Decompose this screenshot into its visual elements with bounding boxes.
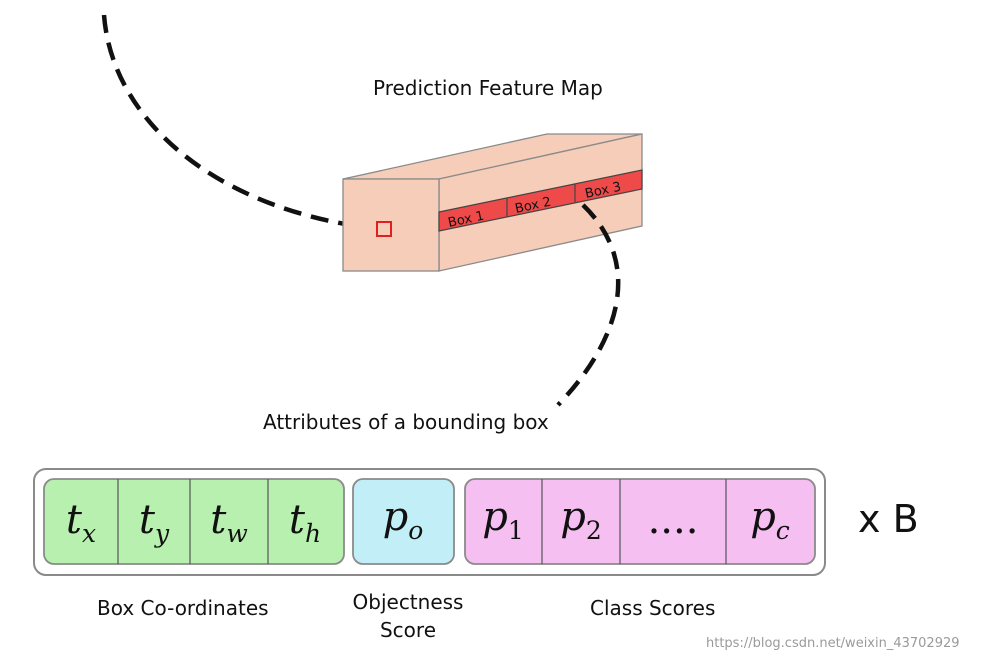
cell-pc: pc	[750, 494, 790, 545]
class-scores-label: Class Scores	[590, 596, 716, 620]
feature-map-title: Prediction Feature Map	[373, 76, 603, 100]
dashed-connector-right	[556, 203, 621, 407]
feature-map-block: Box 1 Box 2 Box 3	[342, 133, 643, 272]
box-coordinates-group	[43, 478, 345, 565]
multiplier-label: x B	[858, 497, 919, 541]
cell-ty: ty	[139, 497, 170, 548]
grid-cell-marker	[376, 221, 392, 237]
box-label-3: Box 3	[584, 180, 623, 202]
cell-p1: p1	[482, 494, 524, 545]
cell-p2: p2	[560, 494, 602, 545]
anchor-strip	[438, 169, 643, 232]
cell-ellipsis: ....	[648, 497, 699, 543]
objectness-group	[352, 478, 455, 565]
cell-po: po	[383, 494, 424, 545]
objectness-label-line1: Objectness	[352, 590, 464, 614]
watermark-url: https://blog.csdn.net/weixin_43702929	[706, 636, 960, 651]
box-label-1: Box 1	[447, 209, 486, 231]
dashed-connector-left	[101, 14, 379, 232]
objectness-label-line2: Score	[379, 618, 436, 642]
box-label-2: Box 2	[514, 195, 553, 217]
objectness-label: Objectness Score	[343, 588, 473, 644]
box-coordinates-label: Box Co-ordinates	[97, 596, 269, 620]
cell-tw: tw	[210, 497, 247, 548]
cell-tx: tx	[66, 497, 96, 548]
cell-th: th	[289, 497, 321, 548]
class-scores-group	[464, 478, 816, 565]
attributes-title: Attributes of a bounding box	[263, 410, 549, 434]
